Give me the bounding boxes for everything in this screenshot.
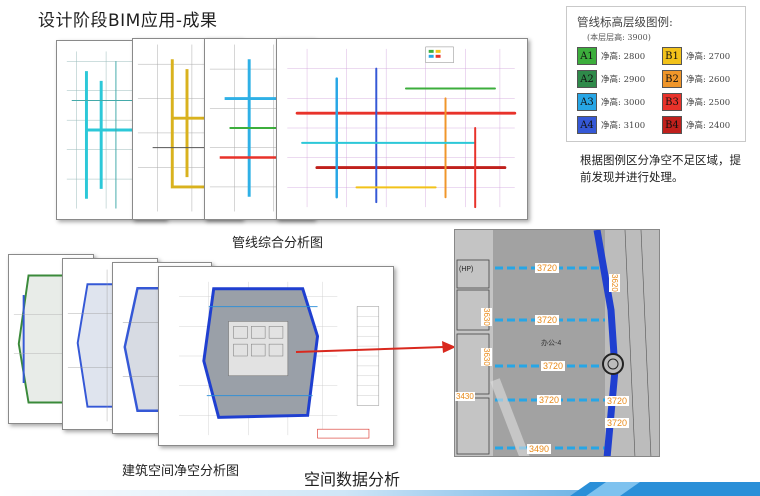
clearance-label: 3720 — [535, 263, 560, 273]
legend-swatch: A1 — [577, 47, 597, 65]
zoom-drawing — [455, 230, 659, 456]
legend-title: 管线标高层级图例: — [577, 15, 673, 29]
pipe-caption: 管线综合分析图 — [232, 236, 324, 251]
clearance-label: 3720 — [605, 396, 630, 406]
page-title: 设计阶段BIM应用-成果 — [38, 11, 218, 31]
legend-item: A4 净高: 3100 — [577, 116, 656, 134]
legend-text: 净高: 3000 — [601, 98, 646, 108]
room-tag: (HP) — [459, 266, 474, 273]
clearance-label: 3720 — [605, 418, 630, 428]
legend-subtitle: (本层层高: 3900) — [587, 33, 651, 42]
legend-item: B1 净高: 2700 — [662, 47, 741, 65]
legend-text: 净高: 2500 — [686, 98, 731, 108]
legend-text: 净高: 2800 — [601, 52, 646, 62]
legend-item: A1 净高: 2800 — [577, 47, 656, 65]
clearance-label: 3620 — [609, 274, 620, 292]
legend-text: 净高: 3100 — [601, 121, 646, 131]
legend-item: B2 净高: 2600 — [662, 70, 741, 88]
clearance-label: 3430 — [455, 392, 475, 401]
space-sheet-main — [158, 266, 394, 446]
room-label: 办公-4 — [541, 340, 562, 347]
zoom-detail: 3720 3720 3720 3720 3720 3720 3490 3630 … — [454, 229, 660, 457]
legend-item: A3 净高: 3000 — [577, 93, 656, 111]
legend-swatch: B3 — [662, 93, 682, 111]
legend-text: 净高: 2600 — [686, 75, 731, 85]
legend-swatch: A2 — [577, 70, 597, 88]
footer-bar — [0, 482, 760, 496]
pipe-drawing-4 — [277, 39, 527, 219]
clearance-label: 3630 — [481, 308, 492, 326]
legend-item: A2 净高: 2900 — [577, 70, 656, 88]
legend-swatch: B1 — [662, 47, 682, 65]
pipe-sheet-4 — [276, 38, 528, 220]
legend-item: B3 净高: 2500 — [662, 93, 741, 111]
clearance-label: 3720 — [537, 395, 562, 405]
legend-swatch: B4 — [662, 116, 682, 134]
legend-swatch: A3 — [577, 93, 597, 111]
clearance-label: 3720 — [541, 361, 566, 371]
space-caption: 建筑空间净空分析图 — [122, 464, 240, 479]
legend-note: 根据图例区分净空不足区域，提前发现并进行处理。 — [580, 153, 741, 184]
legend-text: 净高: 2400 — [686, 121, 731, 131]
clearance-label: 3630 — [481, 348, 492, 366]
clearance-label: 3490 — [527, 444, 552, 454]
space-drawing-main — [159, 267, 393, 445]
spatial-caption: 空间数据分析 — [304, 470, 401, 489]
legend-panel: 管线标高层级图例: (本层层高: 3900) A1 净高: 2800 B1 净高… — [566, 6, 746, 142]
legend-text: 净高: 2700 — [686, 52, 731, 62]
legend-swatch: A4 — [577, 116, 597, 134]
legend-swatch: B2 — [662, 70, 682, 88]
clearance-label: 3720 — [535, 315, 560, 325]
legend-text: 净高: 2900 — [601, 75, 646, 85]
arrow-icon — [295, 341, 456, 353]
legend-grid: A1 净高: 2800 B1 净高: 2700 A2 净高: 2900 B2 净… — [577, 47, 741, 134]
legend-item: B4 净高: 2400 — [662, 116, 741, 134]
